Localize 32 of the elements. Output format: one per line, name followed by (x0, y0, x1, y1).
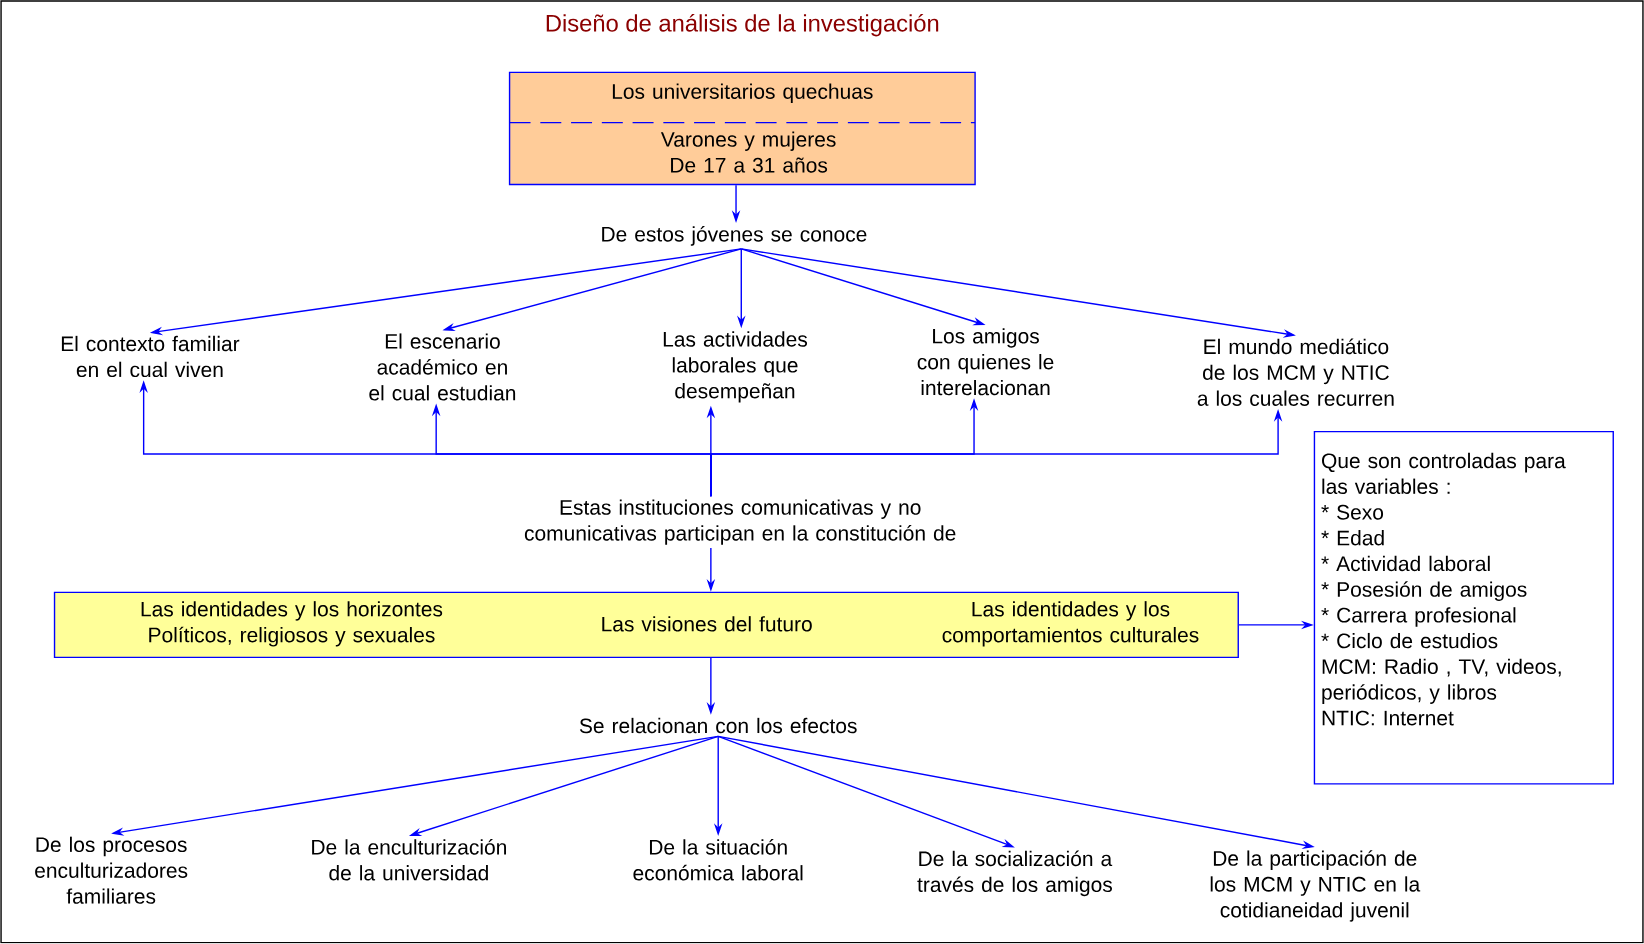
box-text: Las identidades y los horizontes Políticos, religiosos y sexuales (141, 601, 443, 647)
node-text: De la enculturización de la universidad (312, 839, 506, 881)
node-label: * Edad (1321, 530, 1384, 546)
diagram-title: Diseño de análisis de la investigación (546, 14, 939, 37)
node-label: * Posesión de amigos (1321, 581, 1527, 602)
node-text: De la situación económica laboral (633, 839, 803, 881)
node-text: De estos jóvenes se conoce (602, 226, 867, 246)
node-label: * Carrera profesional (1321, 607, 1516, 627)
box-text: Los universitarios quechuas (612, 83, 873, 104)
box-text: Las identidades y los comportamientos culturales (942, 601, 1199, 647)
box-text: Las visiones del futuro (602, 616, 812, 632)
node-text: Las actividades laborales que desempeñan (663, 331, 808, 403)
node-text: Se relacionan con los efectos (579, 718, 857, 734)
node-label: * Sexo (1321, 505, 1384, 520)
node-text: De los procesos enculturizadores familiares (35, 836, 188, 904)
node-text: De la participación de los MCM y NTIC en la cotidianeidad juvenil (1210, 850, 1421, 922)
node-text: El escenario académico en el cual estudian (369, 333, 516, 401)
node-text: De la socialización a través de los amigos (917, 850, 1113, 897)
node-text: El contexto familiar en el cual viven (61, 336, 240, 378)
node-label: * Actividad laboral (1321, 555, 1490, 572)
node-label: NTIC: Internet (1322, 710, 1454, 726)
note-text: Que son controladas para las variables : * Sexo * Edad * Actividad laboral * Posesión de amigos * Carrera profesional * Ciclo de estudios MCM: Radio , TV, videos, periódicos, y libros NTIC: Internet (1321, 453, 1566, 726)
node-text: El mundo mediático de los MCM y NTIC a los cuales recurren (1197, 338, 1394, 407)
node-label: Que son controladas para las variables : (1321, 453, 1566, 495)
text-box (508, 71, 976, 186)
node-text: Los amigos con quienes le interelacionan (917, 328, 1054, 396)
node-label: * Ciclo de estudios (1321, 633, 1498, 649)
note-box (1313, 431, 1614, 785)
node-label: MCM: Radio , TV, videos, periódicos, y libros (1322, 658, 1561, 705)
node-text: Estas instituciones comunicativas y no comunicativas participan en la constitución de (524, 499, 956, 545)
box-text: Varones y mujeres De 17 a 31 años (660, 131, 836, 173)
text-box (53, 591, 1239, 659)
